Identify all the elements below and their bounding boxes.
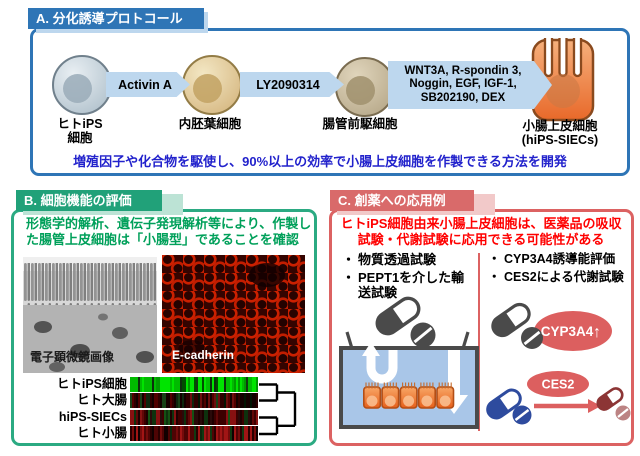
ces2-badge-label: CES2 — [542, 378, 575, 392]
heatmap-row-colon — [130, 393, 258, 408]
arrow-activin-a: Activin A — [106, 72, 190, 97]
tablet-icon-product — [615, 405, 631, 421]
permeability-test-list: ・ 物質透過試験 ・ PEPT1を介した輸送試験 — [342, 252, 474, 301]
stage-label-endoderm: 内胚葉細胞 — [178, 117, 242, 131]
heatmap-row-siecs — [130, 410, 258, 425]
tablet-icon — [521, 327, 543, 349]
test-label: CES2による代謝試験 — [504, 269, 624, 284]
tablet-icon-substrate — [512, 405, 532, 425]
uturn-arrow-icon — [366, 350, 398, 384]
cyp3a4-badge — [534, 311, 612, 351]
arrow-wnt3a-cocktail: WNT3A, R-spondin 3, Noggin, EGF, IGF-1, … — [388, 61, 552, 109]
stage-label-progenitor: 腸管前駆細胞 — [322, 117, 398, 131]
cyp3a4-badge-label: CYP3A4 — [541, 324, 594, 339]
intestinal-epithelium-icon — [531, 38, 595, 122]
bullet-icon: ・ — [342, 269, 356, 285]
cocktail-line-3: SB202190, DEX — [420, 91, 506, 104]
intestinal-progenitor-cell-icon — [335, 57, 395, 117]
ecadherin-image-label: E-cadherin — [172, 348, 235, 362]
capsule-icon-product — [596, 387, 624, 411]
ces2-metabolism-icon: CES2 — [486, 371, 631, 425]
test-label: PEPT1を介した輸送試験 — [358, 269, 465, 301]
tablet-icon — [410, 322, 436, 348]
epithelium-layer — [363, 382, 455, 409]
ips-cell-icon — [52, 55, 112, 115]
panel-a-summary: 増殖因子や化合物を駆使し、90%以上の効率で小腸上皮細胞を作製できる方法を開発 — [73, 154, 567, 169]
cocktail-line-2: Noggin, EGF, IGF-1, — [409, 78, 517, 91]
transwell-permeability-icon — [339, 296, 479, 429]
heatmap-row-ips — [130, 377, 258, 392]
list-item: ・ CYP3A4誘導能評価 — [488, 252, 628, 268]
stage-label-siec: 小腸上皮細胞(hiPS-SIECs) — [521, 119, 599, 147]
arrow-ly2090314-label: LY2090314 — [256, 77, 320, 92]
arrow-ly2090314: LY2090314 — [240, 72, 344, 97]
heatmap-label-small-intestine: ヒト小腸 — [76, 426, 127, 440]
capsule-icon-substrate — [486, 388, 522, 420]
up-arrow-icon: ↑ — [593, 324, 601, 341]
heatmap-label-ips: ヒトiPS細胞 — [56, 377, 127, 391]
electron-microscope-image — [23, 257, 157, 373]
panel-c-divider — [478, 253, 480, 431]
ces2-badge — [527, 371, 589, 397]
heatmap-label-colon: ヒト大腸 — [76, 393, 127, 407]
ecadherin-image — [162, 255, 305, 373]
dendrogram — [259, 383, 297, 436]
metabolism-test-list: ・ CYP3A4誘導能評価 ・ CES2による代謝試験 — [488, 252, 628, 285]
endoderm-cell-icon — [182, 55, 242, 115]
panel-c-headline: ヒトiPS細胞由来小腸上皮細胞は、医薬品の吸収試験・代謝試験に応用できる可能性が… — [340, 216, 622, 247]
bullet-icon: ・ — [488, 269, 501, 284]
bullet-icon: ・ — [342, 252, 356, 267]
capsule-icon — [491, 302, 531, 338]
bullet-icon: ・ — [488, 252, 501, 266]
panel-b-tab: B. 細胞機能の評価 — [16, 190, 162, 211]
test-label: 物質透過試験 — [358, 252, 437, 267]
heatmap-row-small-intestine — [130, 426, 258, 441]
capsule-icon — [375, 296, 421, 336]
list-item: ・ 物質透過試験 — [342, 252, 474, 268]
cyp3a4-induction-icon: CYP3A4 ↑ — [491, 302, 612, 351]
em-image-label: 電子顕微鏡画像 — [30, 350, 115, 364]
heatmap-label-siecs: hiPS-SIECs — [58, 410, 127, 424]
arrow-activin-a-label: Activin A — [118, 77, 172, 92]
panel-c-tab: C. 創薬への応用例 — [330, 190, 474, 211]
panel-a-tab: A. 分化誘導プロトコール — [28, 8, 204, 29]
list-item: ・ CES2による代謝試験 — [488, 270, 628, 286]
test-label: CYP3A4誘導能評価 — [504, 252, 616, 266]
cocktail-line-1: WNT3A, R-spondin 3, — [404, 64, 522, 77]
panel-b-description: 形態学的解析、遺伝子発現解析等により、作製した腸管上皮細胞は「小腸型」であること… — [26, 216, 312, 247]
list-item: ・ PEPT1を介した輸送試験 — [342, 270, 474, 301]
